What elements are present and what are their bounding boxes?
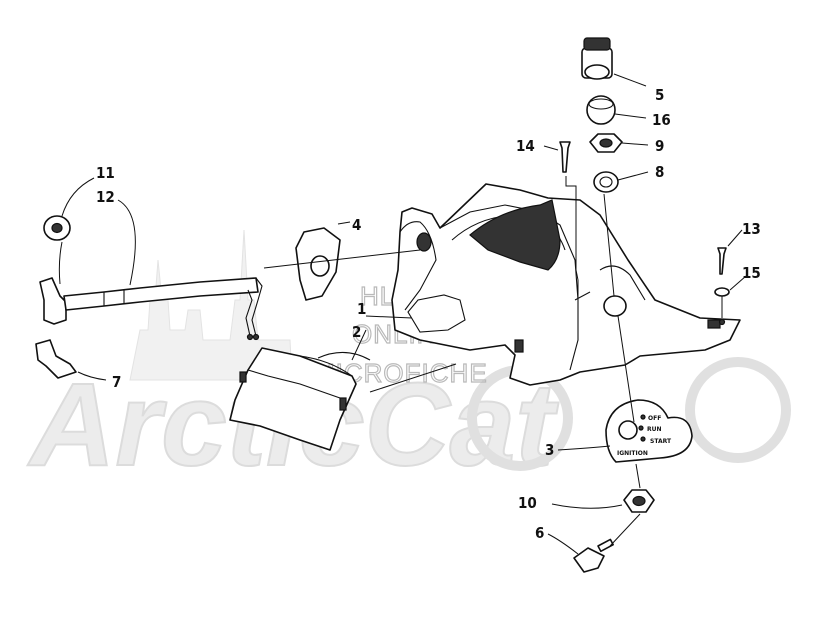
cable-body	[63, 277, 259, 311]
part-11-12-cable	[39, 177, 263, 341]
key-6	[573, 547, 605, 573]
console-tab-left	[514, 339, 524, 353]
switch-stack	[581, 37, 649, 297]
console-tab-right	[707, 319, 721, 329]
console-key-hole	[603, 295, 627, 317]
callout-labels: 1 2 3 4 5 6 7 8 9 10 11 12 13 14 15 16	[96, 86, 761, 542]
console-left-pod	[399, 221, 437, 311]
cover-inner-curve	[299, 355, 353, 377]
callout-7: 7	[112, 373, 121, 391]
leader-12b	[58, 241, 63, 285]
console-recess	[469, 199, 561, 271]
callout-6: 6	[535, 524, 544, 542]
washer-15	[714, 287, 730, 297]
callout-9: 9	[655, 137, 664, 155]
part-6-key	[547, 513, 641, 573]
part-10-nut	[551, 463, 655, 513]
leader-11	[61, 177, 95, 217]
part-16-inner	[588, 98, 614, 110]
part-5-cap	[583, 37, 611, 51]
switch-axis	[603, 193, 615, 297]
screw-13	[717, 247, 727, 275]
callout-4: 4	[352, 216, 361, 234]
bracket-hole	[310, 255, 330, 277]
ignition-label-start: START	[650, 438, 672, 445]
part-9-nut-center	[599, 138, 613, 148]
cable-end-a	[252, 333, 260, 341]
screw-14-axis	[565, 176, 579, 300]
leader-3	[557, 445, 611, 451]
part-8-washer	[593, 171, 619, 193]
cover-clip-left	[239, 371, 247, 383]
callout-12: 12	[96, 188, 115, 206]
cover-rib	[247, 369, 341, 399]
callout-14: 14	[516, 137, 535, 155]
cover-curved-trim	[317, 351, 371, 361]
cable-bend-2	[245, 289, 253, 337]
cover-clip-right	[339, 397, 347, 411]
ignition-dot-off	[640, 414, 646, 420]
screw-14	[559, 141, 571, 173]
part-14-screw	[543, 141, 579, 300]
lever-7	[35, 339, 77, 379]
dash-console	[391, 183, 741, 386]
part-1-2-cover	[229, 315, 457, 451]
part-11-nut-center	[51, 222, 63, 234]
callout-16: 16	[652, 111, 671, 129]
ignition-dot-start	[640, 436, 646, 442]
callout-13: 13	[742, 220, 761, 238]
part-16-grommet	[586, 95, 616, 125]
callout-1: 1	[357, 300, 366, 318]
ignition-axis	[617, 315, 635, 423]
leader-12a	[117, 199, 136, 286]
ignition-plate	[605, 399, 693, 463]
callout-3: 3	[545, 441, 554, 459]
callout-15: 15	[742, 264, 761, 282]
callout-5: 5	[655, 86, 664, 104]
callout-10: 10	[518, 494, 537, 512]
part-8-inner	[599, 176, 613, 188]
part-4-bracket	[263, 221, 421, 301]
console-gauge-hole	[416, 232, 432, 252]
cable-bend	[251, 277, 263, 337]
ignition-label-ignition: IGNITION	[617, 450, 648, 457]
console-left-lower	[407, 294, 466, 333]
ignition-label-off: OFF	[648, 415, 661, 422]
key-6-blade	[597, 538, 614, 553]
watermark-wheel-right	[685, 357, 791, 463]
callout-11: 11	[96, 164, 115, 182]
part-13-15	[714, 229, 747, 318]
callout-2: 2	[352, 323, 361, 341]
ignition-plate-hole	[618, 420, 638, 440]
console-inner-rim	[439, 204, 579, 371]
console-screw-hole	[718, 318, 726, 326]
callout-8: 8	[655, 163, 664, 181]
part-3-ignition-plate: OFF RUN START IGNITION	[557, 315, 693, 463]
cable-end-b	[246, 333, 254, 341]
part-7-lever	[35, 339, 107, 381]
console-right-rib	[599, 265, 646, 301]
nut-10-center	[632, 495, 646, 507]
ignition-dot-run	[638, 425, 644, 431]
console-body	[391, 183, 741, 386]
cable-lever	[39, 277, 67, 325]
part-5-face	[584, 64, 610, 80]
ignition-label-run: RUN	[647, 426, 662, 433]
